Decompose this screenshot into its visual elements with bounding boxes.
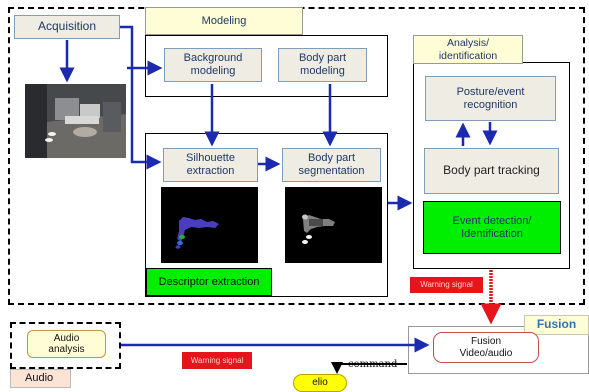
- warning-signal-right: Warning signal: [410, 277, 483, 293]
- audio-label: Audio: [10, 369, 71, 388]
- elio-node: elio: [293, 374, 347, 392]
- fusion-title: Fusion: [524, 315, 589, 335]
- acquisition-block: Acquisition: [14, 15, 120, 39]
- body-part-tracking-block: Body part tracking: [424, 148, 559, 194]
- body-part-segmentation-block: Body part segmentation: [282, 148, 381, 182]
- warning-signal-bottom: Warning signal: [182, 352, 252, 369]
- silhouette-extraction-block: Silhouette extraction: [163, 148, 258, 182]
- fusion-video-audio-block: Fusion Video/audio: [433, 332, 539, 363]
- modeling-title: Modeling: [145, 7, 303, 35]
- segmentation-image: [285, 187, 382, 263]
- command-label: command: [348, 359, 398, 370]
- posture-event-recognition-block: Posture/event recognition: [425, 76, 556, 121]
- body-part-modeling-block: Body part modeling: [278, 48, 367, 82]
- silhouette-image: [161, 187, 258, 263]
- camera-frame-image: [25, 84, 126, 158]
- analysis-title: Analysis/ identification: [413, 35, 523, 64]
- audio-frame: [10, 322, 121, 369]
- background-modeling-block: Background modeling: [164, 48, 262, 82]
- audio-analysis-block: Audio analysis: [27, 330, 106, 358]
- event-detection-block: Event detection/ Identification: [423, 201, 561, 254]
- descriptor-extraction-label: Descriptor extraction: [146, 268, 272, 296]
